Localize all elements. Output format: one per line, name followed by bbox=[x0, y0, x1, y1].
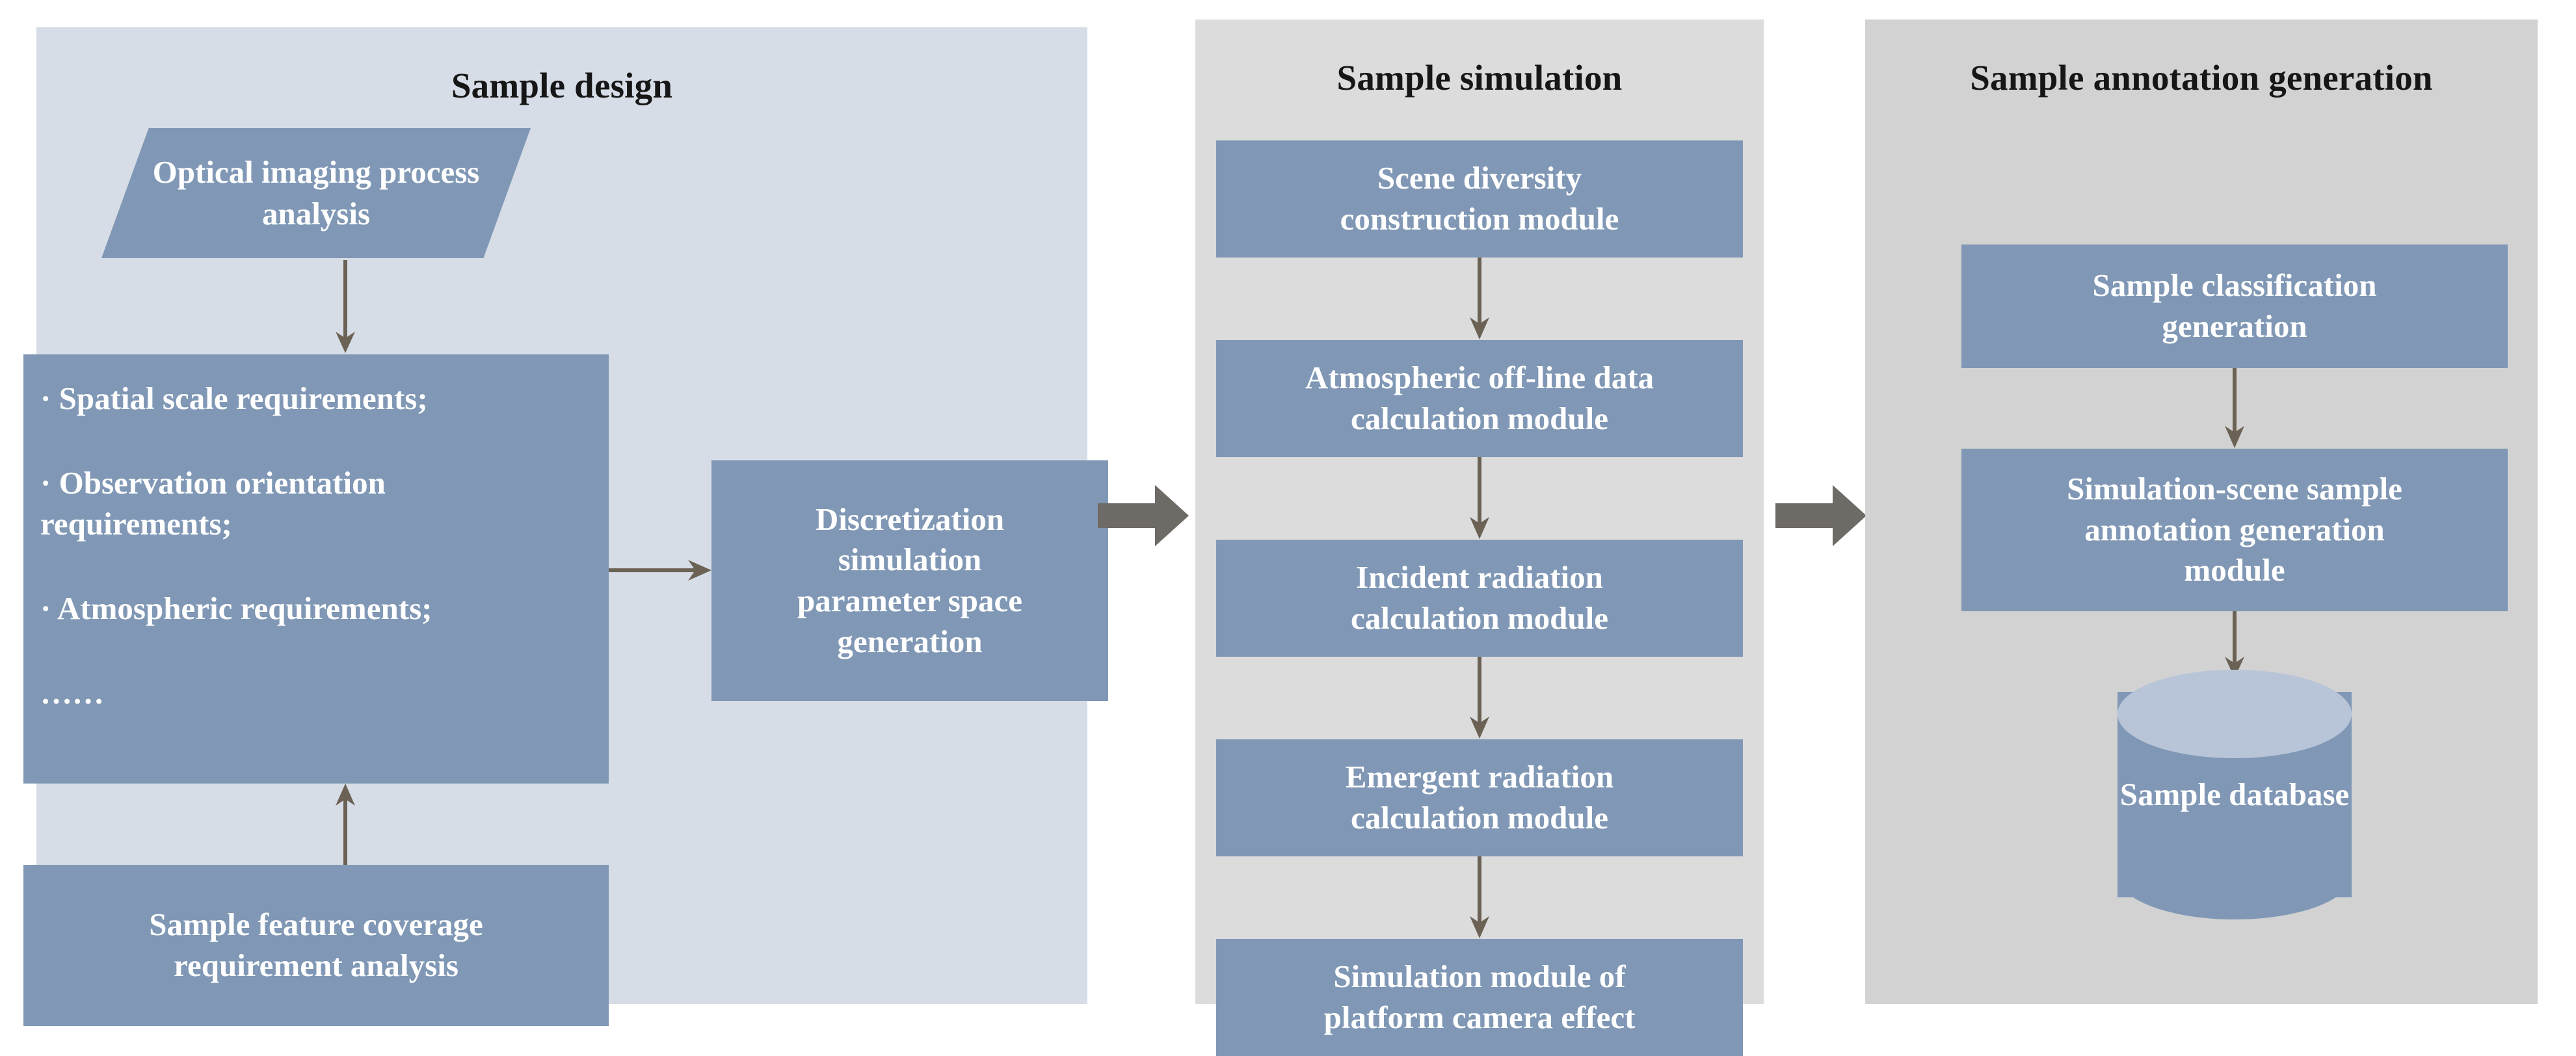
node-requirements-list[interactable]: · Spatial scale requirements; · Observat… bbox=[23, 354, 609, 784]
node-line: Optical imaging bbox=[152, 154, 371, 191]
node-discretization-simulation-parameter-space-generation[interactable]: Discretization simulation parameter spac… bbox=[711, 460, 1108, 701]
panel-sample-design: Sample design Optical imaging process an… bbox=[23, 27, 1108, 1026]
node-simulation-module-of-platform-camera-effect[interactable]: Simulation module of platform camera eff… bbox=[1216, 939, 1743, 1056]
node-line: Incident radiation bbox=[1356, 559, 1603, 596]
connector-atmospheric-to-incident bbox=[1470, 457, 1489, 539]
node-sample-database[interactable]: Sample database bbox=[2118, 670, 2352, 919]
database-label: Sample database bbox=[2118, 670, 2352, 919]
node-line: calculation module bbox=[1350, 600, 1609, 636]
stage-arrow-simulation-to-annotation bbox=[1775, 485, 1866, 546]
node-line: Sample feature coverage bbox=[149, 906, 483, 943]
node-line: Sample classification bbox=[2092, 267, 2377, 304]
diagram-canvas: Sample design Optical imaging process an… bbox=[23, 20, 2538, 1056]
node-line: generation bbox=[837, 623, 983, 659]
requirement-item: · Atmospheric requirements; bbox=[40, 590, 432, 627]
cylinder-top bbox=[2118, 670, 2352, 758]
stage-arrow-design-to-simulation bbox=[1098, 485, 1189, 546]
panel-title-sample-annotation-generation: Sample annotation generation bbox=[1970, 58, 2433, 98]
node-line: annotation generation bbox=[2084, 511, 2385, 548]
node-line: generation bbox=[2162, 308, 2307, 344]
connector-requirements-to-discretization bbox=[609, 560, 711, 581]
panel-sample-simulation: Sample simulation Scene diversity constr… bbox=[1195, 20, 1764, 1056]
node-line: Emergent radiation bbox=[1345, 759, 1614, 795]
node-line: requirement analysis bbox=[174, 947, 458, 983]
requirement-item: · Observation orientation bbox=[40, 464, 386, 501]
node-atmospheric-offline-data-calculation-module[interactable]: Atmospheric off-line data calculation mo… bbox=[1216, 340, 1743, 457]
panel-sample-annotation-generation: Sample annotation generation Sample clas… bbox=[1865, 20, 2538, 1004]
node-simulation-scene-sample-annotation-generation-module[interactable]: Simulation-scene sample annotation gener… bbox=[1961, 449, 2508, 611]
node-line: construction module bbox=[1340, 201, 1619, 237]
requirement-item-cont: requirements; bbox=[40, 506, 232, 542]
node-sample-feature-coverage-requirement-analysis[interactable]: Sample feature coverage requirement anal… bbox=[23, 865, 609, 1026]
node-line: Scene diversity bbox=[1377, 160, 1582, 196]
connector-optical-to-requirements bbox=[336, 260, 355, 353]
node-line: Simulation module of bbox=[1333, 958, 1626, 995]
connector-classification-to-annotation-module bbox=[2225, 368, 2244, 448]
node-scene-diversity-construction-module[interactable]: Scene diversity construction module bbox=[1216, 140, 1743, 257]
requirement-item-ellipsis: …… bbox=[40, 674, 104, 711]
node-line: parameter space bbox=[797, 583, 1023, 618]
connector-coverage-to-requirements bbox=[336, 784, 355, 865]
node-line: simulation bbox=[838, 542, 982, 578]
node-line: Sample bbox=[2119, 776, 2221, 813]
node-line: platform camera effect bbox=[1323, 999, 1636, 1035]
panel-title-sample-simulation: Sample simulation bbox=[1336, 58, 1623, 98]
node-line: Discretization bbox=[815, 501, 1005, 537]
node-optical-imaging-process-analysis[interactable]: Optical imaging process analysis bbox=[101, 128, 531, 258]
requirement-item: · Spatial scale requirements; bbox=[40, 380, 428, 416]
node-line: module bbox=[2184, 552, 2285, 588]
node-line: Simulation-scene sample bbox=[2067, 470, 2402, 507]
node-incident-radiation-calculation-module[interactable]: Incident radiation calculation module bbox=[1216, 540, 1743, 657]
connector-scene-to-atmospheric bbox=[1470, 257, 1489, 339]
connector-incident-to-emergent bbox=[1470, 657, 1489, 739]
connector-annotation-module-to-database bbox=[2225, 611, 2244, 678]
node-line: process analysis bbox=[261, 154, 480, 231]
node-sample-classification-generation[interactable]: Sample classification generation bbox=[1961, 244, 2508, 368]
node-line: calculation module bbox=[1350, 800, 1609, 836]
node-emergent-radiation-calculation-module[interactable]: Emergent radiation calculation module bbox=[1216, 739, 1743, 856]
connector-emergent-to-platform bbox=[1470, 856, 1489, 938]
node-line: Atmospheric off-line data bbox=[1305, 360, 1654, 396]
panel-title-sample-design: Sample design bbox=[451, 66, 673, 105]
node-line: calculation module bbox=[1350, 401, 1609, 436]
node-line: database bbox=[2229, 776, 2350, 813]
